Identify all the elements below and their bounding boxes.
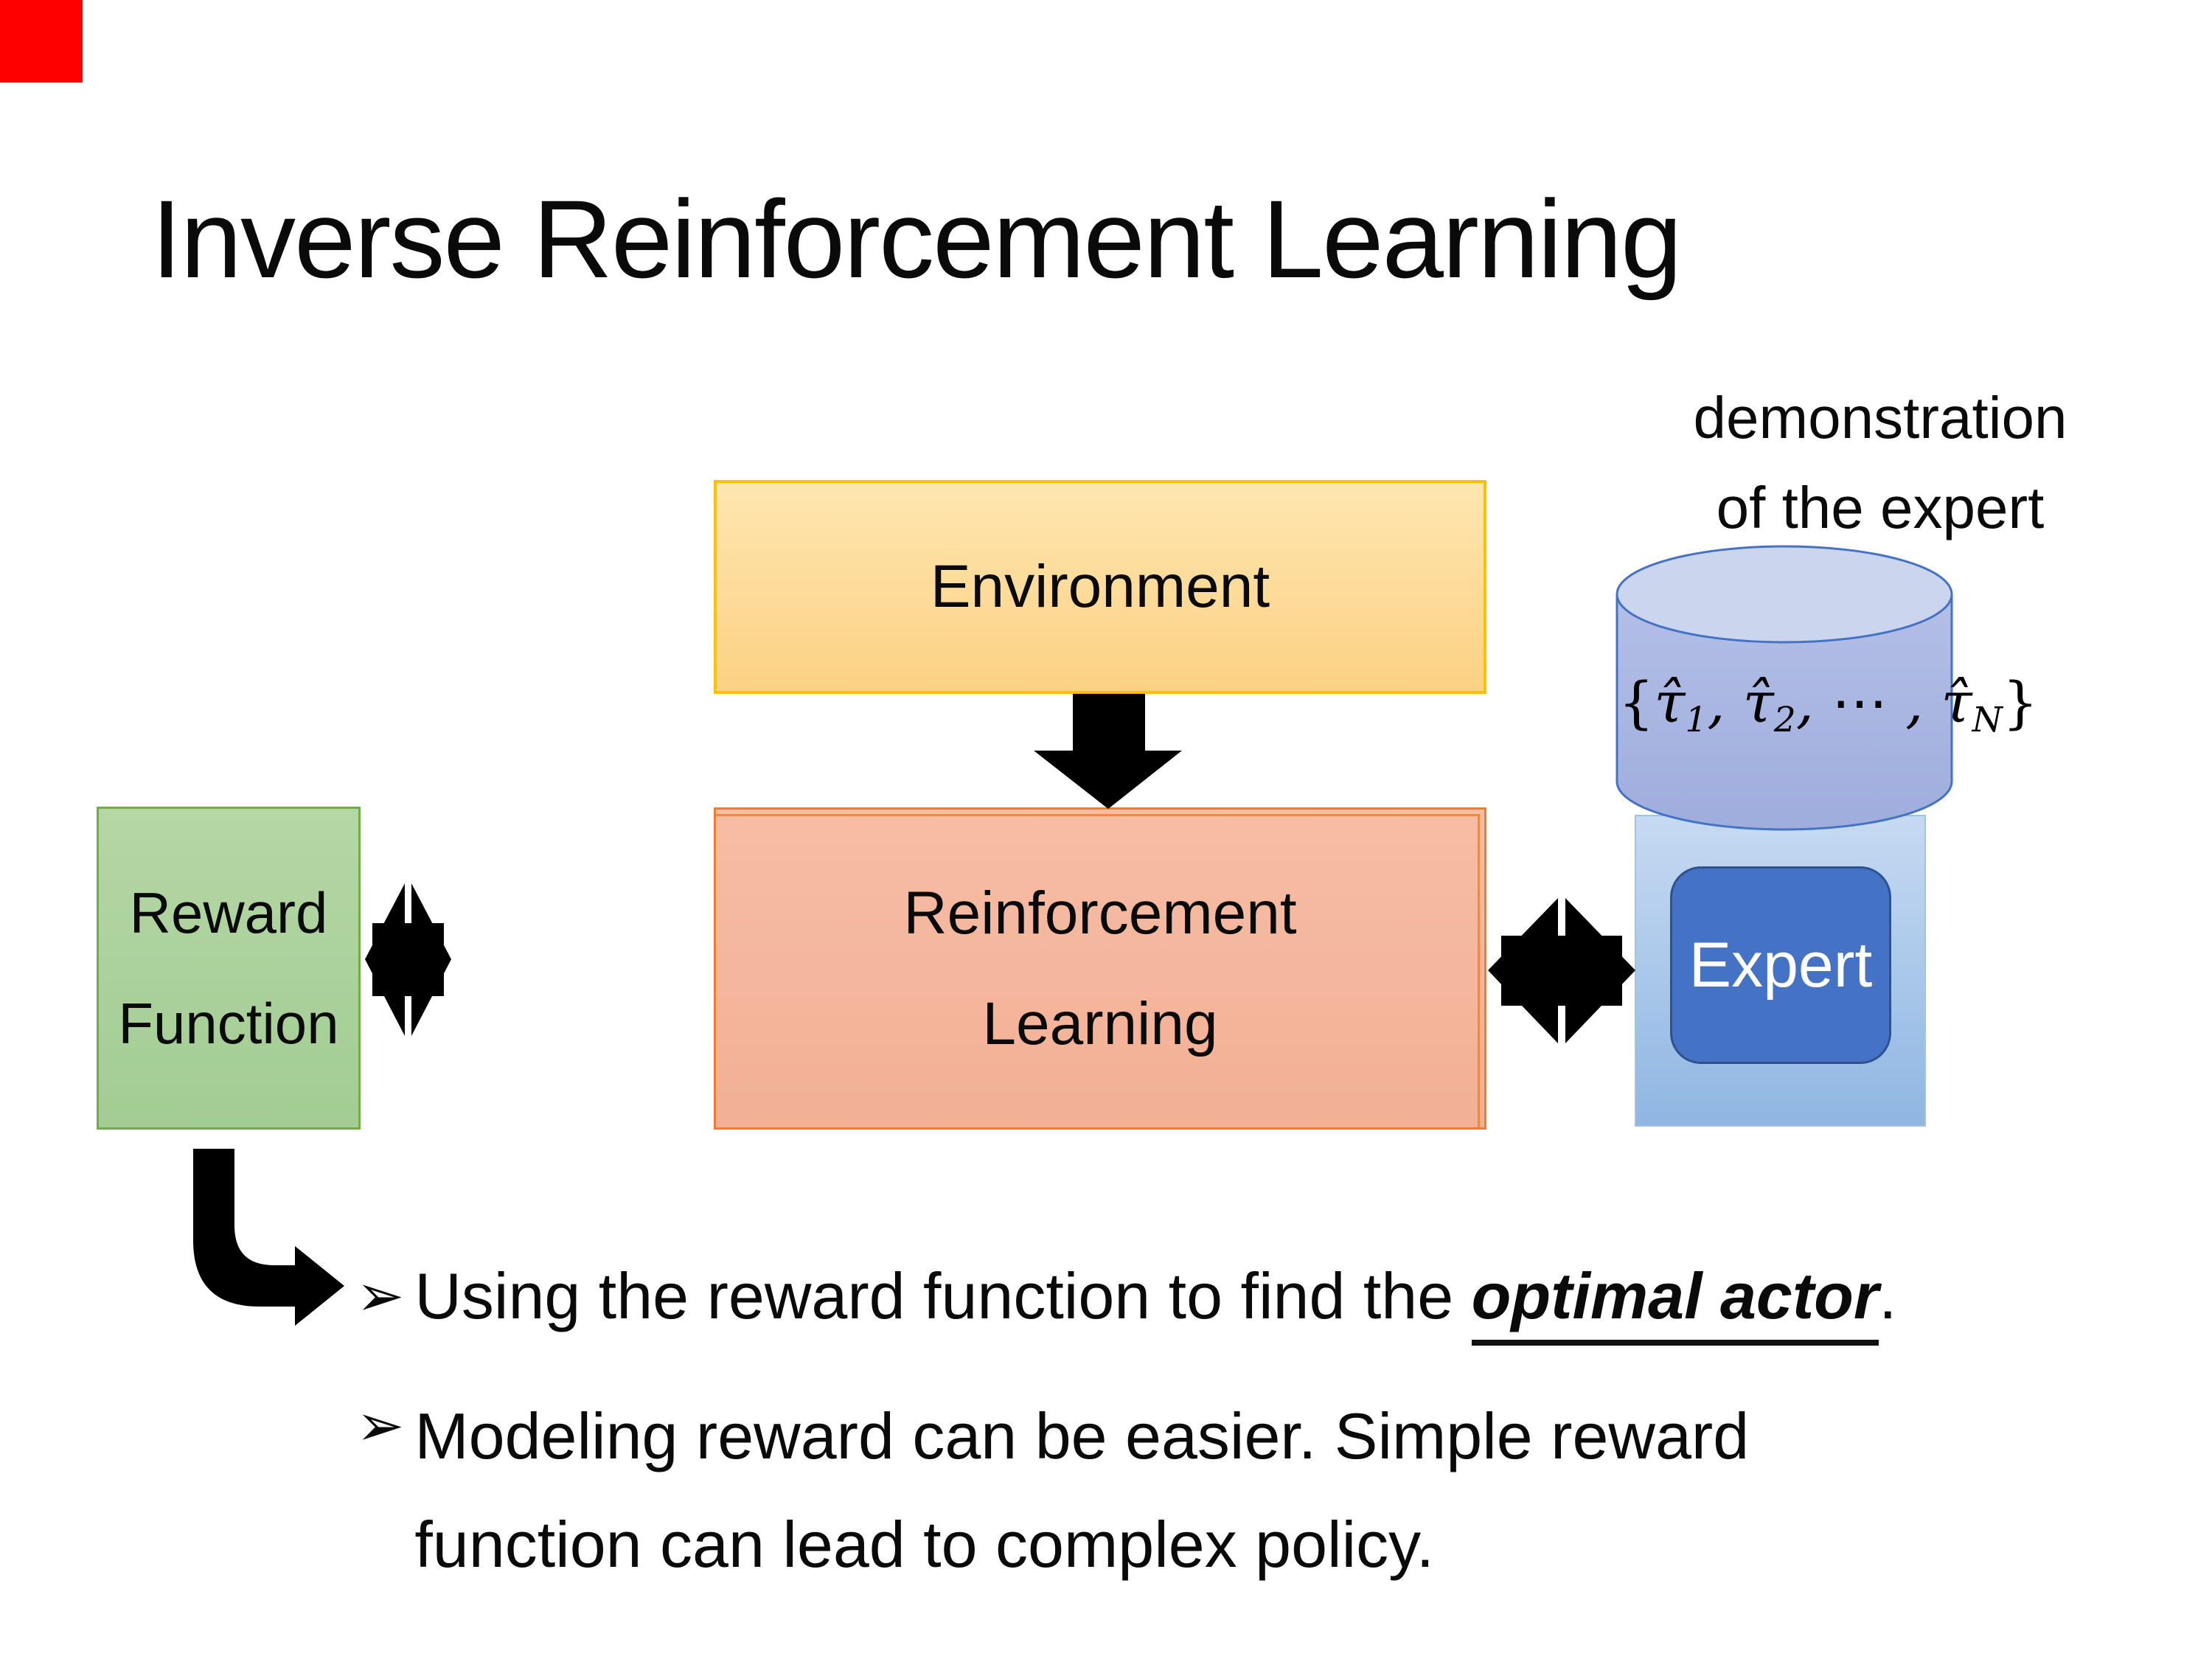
reward-function-box: Reward Function bbox=[97, 807, 361, 1130]
bullet-arrowhead-icon: ➢ bbox=[356, 1263, 405, 1329]
formula-comma1: , bbox=[1707, 669, 1743, 735]
demonstration-caption: demonstration of the expert bbox=[1622, 373, 2138, 553]
demonstration-caption-line1: demonstration bbox=[1693, 385, 2067, 451]
expert-label: Expert bbox=[1688, 929, 1873, 1001]
environment-label: Environment bbox=[930, 553, 1270, 620]
cylinder-body bbox=[1615, 594, 1953, 831]
bullet-1-text: Using the reward function to find the op… bbox=[414, 1252, 1897, 1346]
page-title: Inverse Reinforcement Learning bbox=[151, 177, 1682, 301]
bullet-item-2: ➢ Modeling reward can be easier. Simple … bbox=[356, 1382, 1749, 1599]
formula-dots: ⋯ bbox=[1832, 669, 1888, 735]
bullet-item-1: ➢ Using the reward function to find the … bbox=[356, 1252, 1897, 1346]
trajectory-set-formula: {τ̂1, τ̂2, ⋯ , τ̂N} bbox=[1618, 669, 2038, 741]
formula-subN: N bbox=[1972, 700, 2003, 741]
bullet-1-before: Using the reward function to find the bbox=[414, 1259, 1472, 1332]
bullet-2-text: Modeling reward can be easier. Simple re… bbox=[414, 1382, 1749, 1599]
expert-box: Expert bbox=[1670, 866, 1891, 1064]
demonstration-cylinder bbox=[1615, 545, 1953, 831]
bullet-1-emphasis: optimal actor bbox=[1471, 1259, 1879, 1346]
reward-label-line2: Function bbox=[118, 991, 339, 1056]
formula-sub2: 2 bbox=[1773, 700, 1796, 741]
bullet-arrowhead-icon: ➢ bbox=[356, 1393, 405, 1459]
formula-tau2: τ̂ bbox=[1742, 669, 1774, 735]
cylinder-top bbox=[1615, 545, 1953, 644]
bullet-1-after: . bbox=[1879, 1259, 1897, 1332]
formula-close-brace: } bbox=[2002, 669, 2039, 735]
environment-box: Environment bbox=[714, 480, 1486, 694]
double-arrow-left bbox=[365, 883, 451, 1036]
demonstration-caption-line2: of the expert bbox=[1716, 475, 2045, 540]
formula-tauN: τ̂ bbox=[1941, 669, 1972, 735]
bullet-2-line2: function can lead to complex policy. bbox=[414, 1508, 1435, 1581]
formula-comma3: , bbox=[1888, 669, 1941, 735]
reinforcement-learning-box: Reinforcement Learning bbox=[714, 807, 1486, 1130]
rl-label-line2: Learning bbox=[982, 990, 1218, 1057]
formula-open-brace: { bbox=[1618, 669, 1655, 735]
rl-label-line1: Reinforcement bbox=[903, 879, 1297, 947]
down-arrow bbox=[1034, 694, 1182, 809]
reward-label-line1: Reward bbox=[129, 880, 328, 945]
formula-sub1: 1 bbox=[1685, 700, 1708, 741]
red-corner-marker bbox=[0, 0, 83, 83]
bent-arrow bbox=[193, 1149, 344, 1326]
double-arrow-right bbox=[1488, 898, 1635, 1043]
bullet-2-line1: Modeling reward can be easier. Simple re… bbox=[414, 1399, 1750, 1472]
formula-comma2: , bbox=[1795, 669, 1832, 735]
formula-tau1: τ̂ bbox=[1654, 669, 1686, 735]
